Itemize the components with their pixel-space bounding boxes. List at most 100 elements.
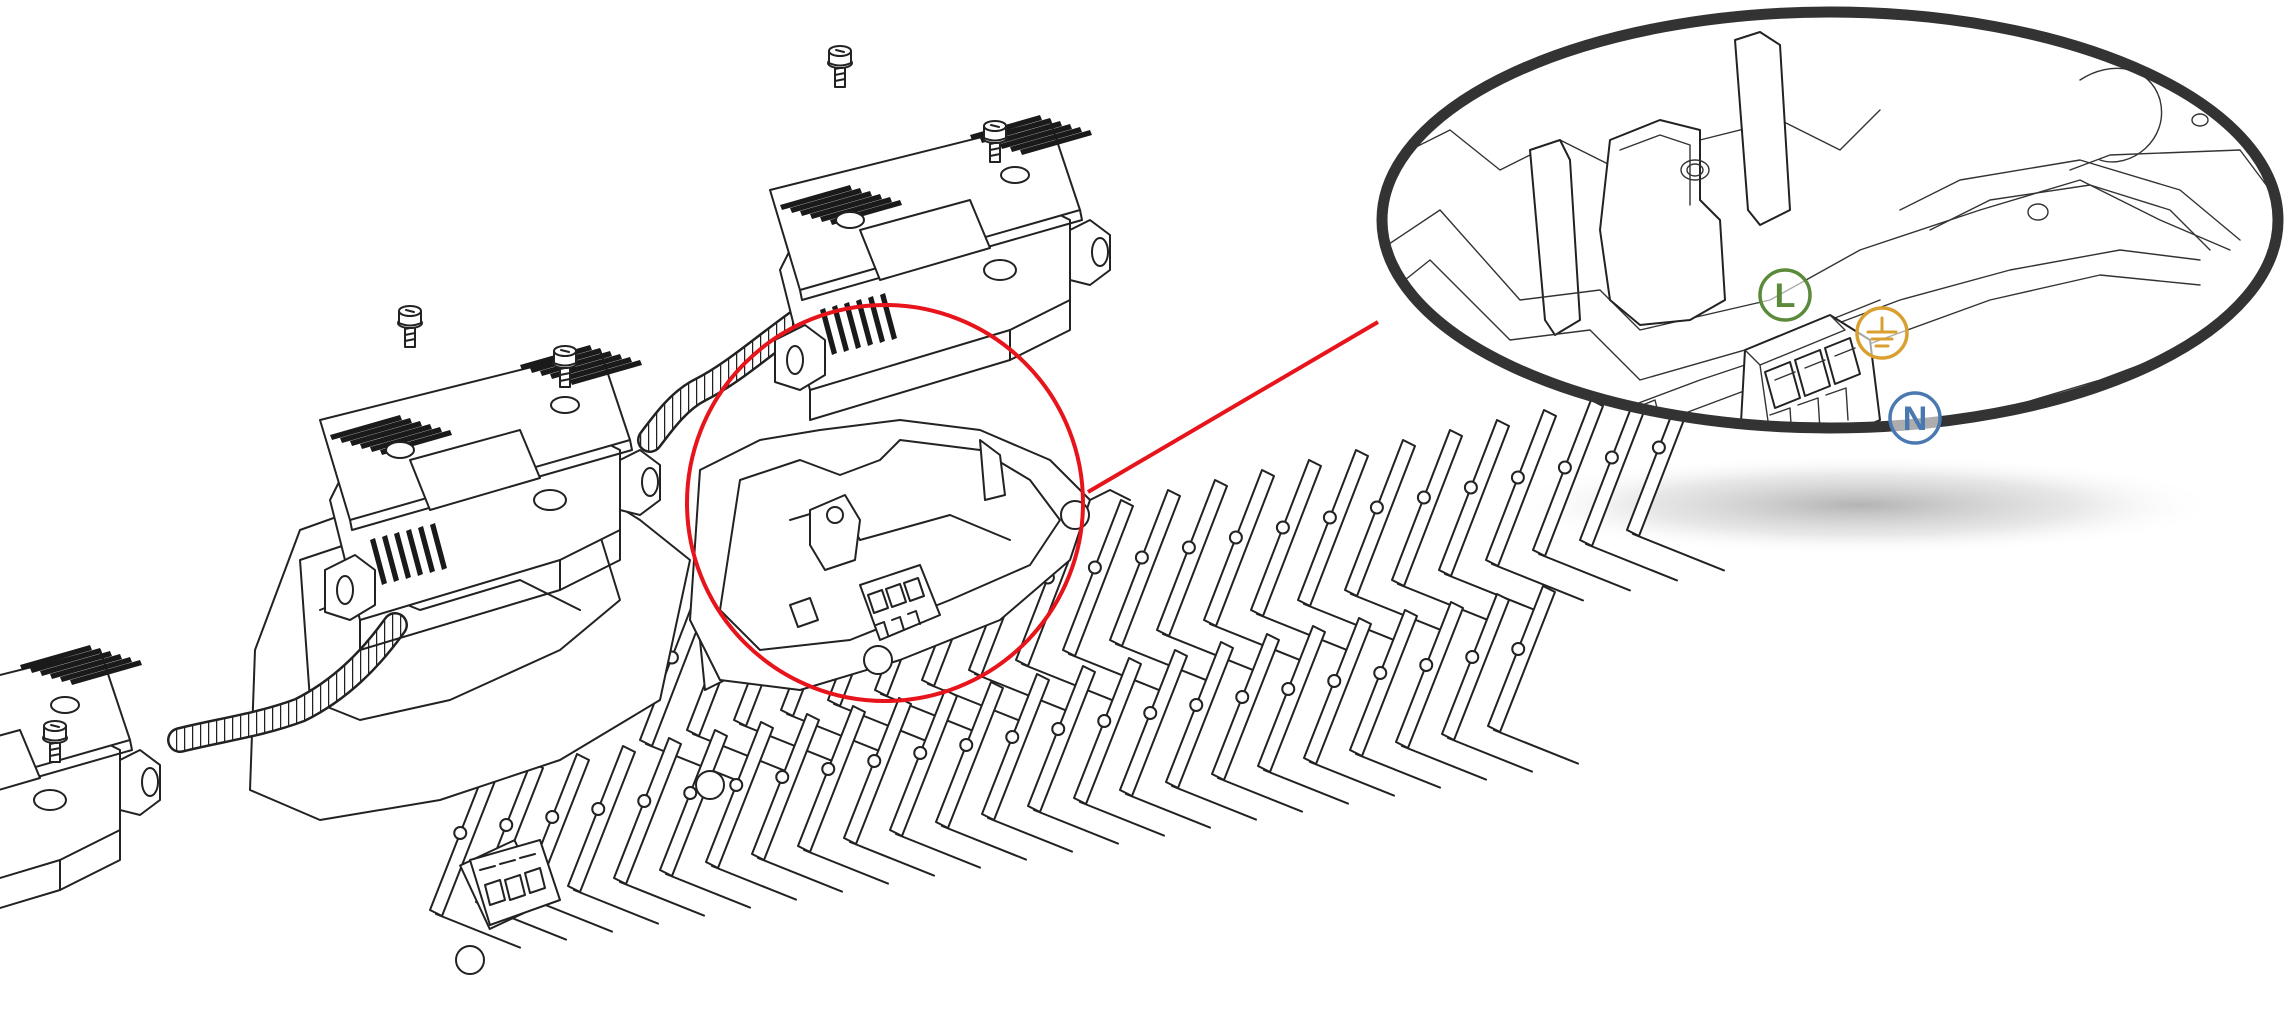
fin-base-line <box>692 733 785 772</box>
fin-rivet <box>1463 480 1478 495</box>
fin-base-line <box>1171 785 1257 821</box>
mount-hole <box>550 396 580 414</box>
fin-rivet <box>1373 666 1388 680</box>
fin-base-line <box>1585 543 1678 582</box>
fin-base-line <box>1115 643 1208 682</box>
fin-base-line <box>1021 663 1114 702</box>
terminal-label-n: N <box>1903 400 1928 438</box>
terminal-label-l: L <box>1775 277 1796 315</box>
vent-slot <box>70 660 142 685</box>
fin-rivet <box>1228 530 1243 545</box>
fin-base-line <box>833 703 926 742</box>
fin-base-line <box>803 849 889 885</box>
fin-rivet <box>1327 674 1342 688</box>
terminal-marker-l: L <box>1758 268 1812 322</box>
fin-base-line <box>1632 533 1725 572</box>
terminal-marker-n: N <box>1888 391 1942 445</box>
fin-base-line <box>1447 737 1533 773</box>
callout-circle <box>685 303 1085 703</box>
terminal-block-upper <box>859 564 941 641</box>
vent-slot <box>990 121 1062 146</box>
vent-slot <box>340 418 412 443</box>
fin-base-line <box>927 683 1020 722</box>
vent-slot <box>330 415 402 440</box>
screw <box>552 345 578 388</box>
vent-slot <box>20 645 92 670</box>
fin-rivet <box>1143 706 1158 720</box>
mount-hole <box>533 489 567 511</box>
fin-rivet <box>1005 730 1020 744</box>
vent-slot <box>1010 127 1082 152</box>
fin-base-line <box>1355 753 1441 789</box>
vent-slot <box>360 424 432 449</box>
vent-slot <box>1020 130 1092 155</box>
fin-rivet <box>1419 658 1434 672</box>
vent-slot <box>40 651 112 676</box>
mount-hole <box>983 259 1017 281</box>
fin-rivet <box>775 770 790 784</box>
detail-terminal-block <box>1739 314 1881 428</box>
fin-rivet <box>1369 500 1384 515</box>
fin-base-line <box>849 841 935 877</box>
vent-slot <box>30 648 102 673</box>
cable-gland <box>1069 219 1111 286</box>
fin-base-line <box>1125 793 1211 829</box>
module-label-plate <box>409 429 541 511</box>
terminal-marker-ground <box>1855 306 1909 360</box>
fin-rivet <box>1051 722 1066 736</box>
fin-base-line <box>1263 769 1349 805</box>
fin-base-line <box>1162 633 1255 672</box>
power-module <box>319 345 661 651</box>
vent-slot <box>570 360 642 385</box>
fin-base-line <box>1350 593 1443 632</box>
fin-rivet <box>1097 714 1112 728</box>
fin-rivet <box>1322 510 1337 525</box>
vent-slot <box>50 654 122 679</box>
vent-slot <box>810 194 882 219</box>
mount-hole <box>835 211 865 229</box>
vent-slot <box>60 657 132 682</box>
fin-base-line <box>1079 801 1165 837</box>
vent-slot <box>856 299 873 346</box>
fin-rivet <box>821 762 836 776</box>
fin-base-line <box>941 825 1027 861</box>
fin-rivet <box>637 794 652 808</box>
module-label-plate <box>859 199 991 281</box>
fin-rivet <box>1510 470 1525 485</box>
fin-base-line <box>895 833 981 869</box>
fin-rivet <box>1651 440 1666 455</box>
terminal-block-lower <box>469 839 561 926</box>
screw <box>397 305 423 348</box>
vent-slot <box>1000 124 1072 149</box>
vent-slot <box>800 191 872 216</box>
fin-base-line <box>1538 553 1631 592</box>
fin-rivet <box>545 810 560 824</box>
vent-slot <box>350 421 422 446</box>
vent-slot <box>868 296 885 343</box>
fin-rivet <box>1416 490 1431 505</box>
detail-frame <box>1376 6 2284 434</box>
cable-gland <box>119 749 161 816</box>
fin-base-line <box>1068 653 1161 692</box>
fin-base-line <box>573 889 659 925</box>
vent-slot <box>394 532 411 579</box>
fin-base-line <box>1444 573 1537 612</box>
fin-rivet <box>913 746 928 760</box>
mount-hole <box>33 789 67 811</box>
vent-slot <box>418 526 435 573</box>
fin-rivet <box>683 786 698 800</box>
mount-hole <box>1000 166 1030 184</box>
fin-base-line <box>619 881 705 917</box>
fin-base-line <box>1209 623 1302 662</box>
cable-gland <box>774 324 826 391</box>
vent-slot <box>832 305 849 352</box>
fin-rivet <box>1465 650 1480 664</box>
cable-gland <box>619 449 661 516</box>
vent-slot <box>370 538 387 585</box>
fin-rivet <box>453 826 468 840</box>
fin-rivet <box>1275 520 1290 535</box>
fin-rivet <box>1281 682 1296 696</box>
fin-base-line <box>987 817 1073 853</box>
fin-base-line <box>1493 729 1579 765</box>
